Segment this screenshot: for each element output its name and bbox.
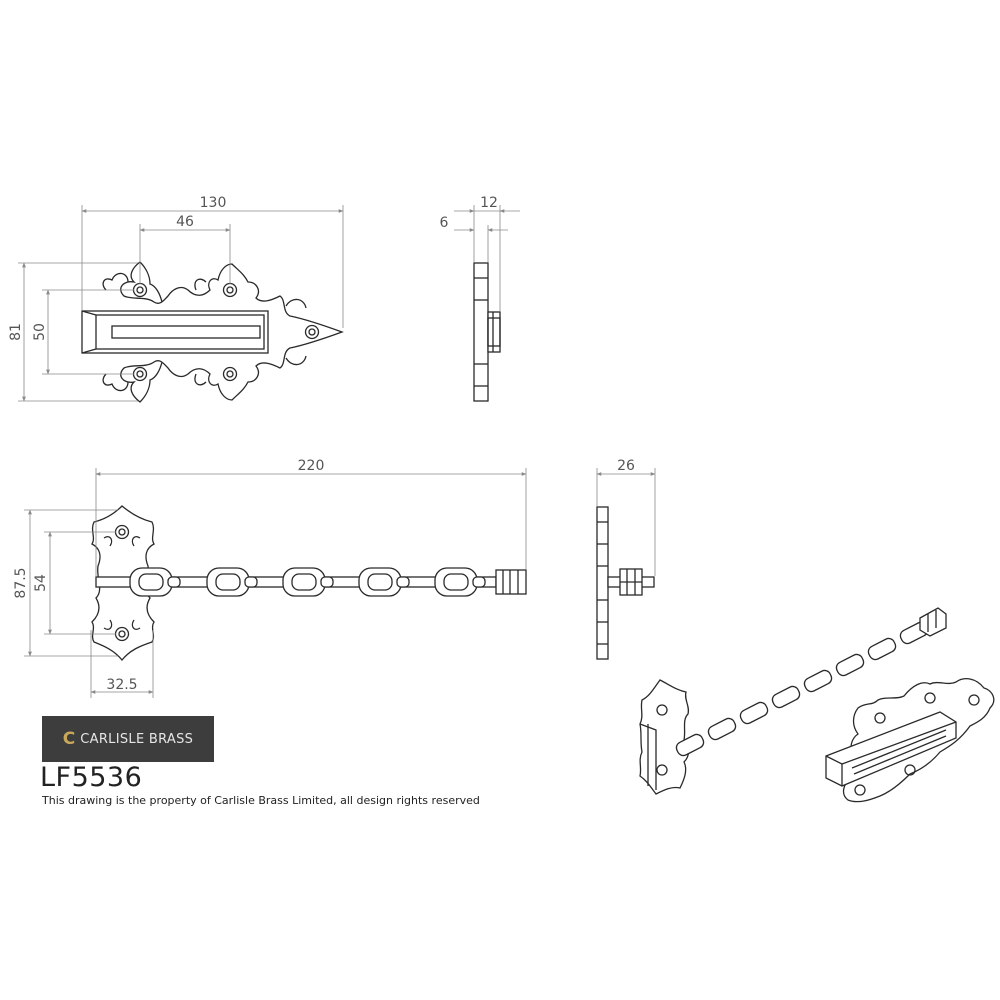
dim-chain-plate-height: 87.5: [13, 567, 29, 598]
dim-keeper-height: 81: [8, 323, 24, 341]
keeper-dimensions: 130 46 81 50: [8, 195, 344, 402]
screw-hole: [132, 366, 148, 382]
dim-chain-length: 220: [298, 458, 325, 474]
keeper-side-view: 12 6: [440, 195, 520, 402]
isometric-view: [639, 607, 995, 803]
dim-keeper-width: 130: [200, 195, 227, 211]
chain-dimensions: 220 87.5 54 32.5: [13, 458, 527, 698]
screw-hole: [222, 366, 238, 382]
dim-chain-side-depth: 26: [617, 458, 635, 474]
screw-hole: [132, 282, 148, 298]
screw-hole: [304, 324, 320, 340]
dim-chain-plate-width: 32.5: [106, 677, 137, 693]
chain-links: [129, 567, 486, 597]
screw-hole: [114, 626, 130, 642]
product-code: LF5536: [40, 762, 143, 793]
chain-front-view: [91, 505, 527, 662]
carlisle-brass-logo: C CARLISLE BRASS: [42, 716, 214, 762]
iso-chain: [675, 607, 947, 757]
keeper-slot: [111, 325, 261, 339]
keeper-slot-housing: [81, 310, 269, 354]
iso-chain-plate: [639, 679, 690, 795]
iso-keeper: [825, 677, 995, 803]
dim-keeper-side-depth: 12: [480, 195, 498, 211]
logo-text: CARLISLE BRASS: [80, 731, 194, 747]
chain-side-view: 26: [596, 458, 656, 660]
keeper-plate-outline: [120, 261, 344, 403]
logo-c-icon: C: [62, 729, 76, 749]
screw-hole: [222, 282, 238, 298]
rights-notice: This drawing is the property of Carlisle…: [42, 794, 480, 807]
dim-keeper-side-plate: 6: [440, 215, 449, 231]
dim-chain-hole-spacing: 54: [33, 574, 49, 592]
keeper-front-view: [81, 261, 344, 403]
chain-end-slider: [495, 569, 527, 595]
dim-keeper-slot-height: 50: [32, 323, 48, 341]
screw-hole: [114, 524, 130, 540]
dim-keeper-hole-spacing: 46: [176, 214, 194, 230]
